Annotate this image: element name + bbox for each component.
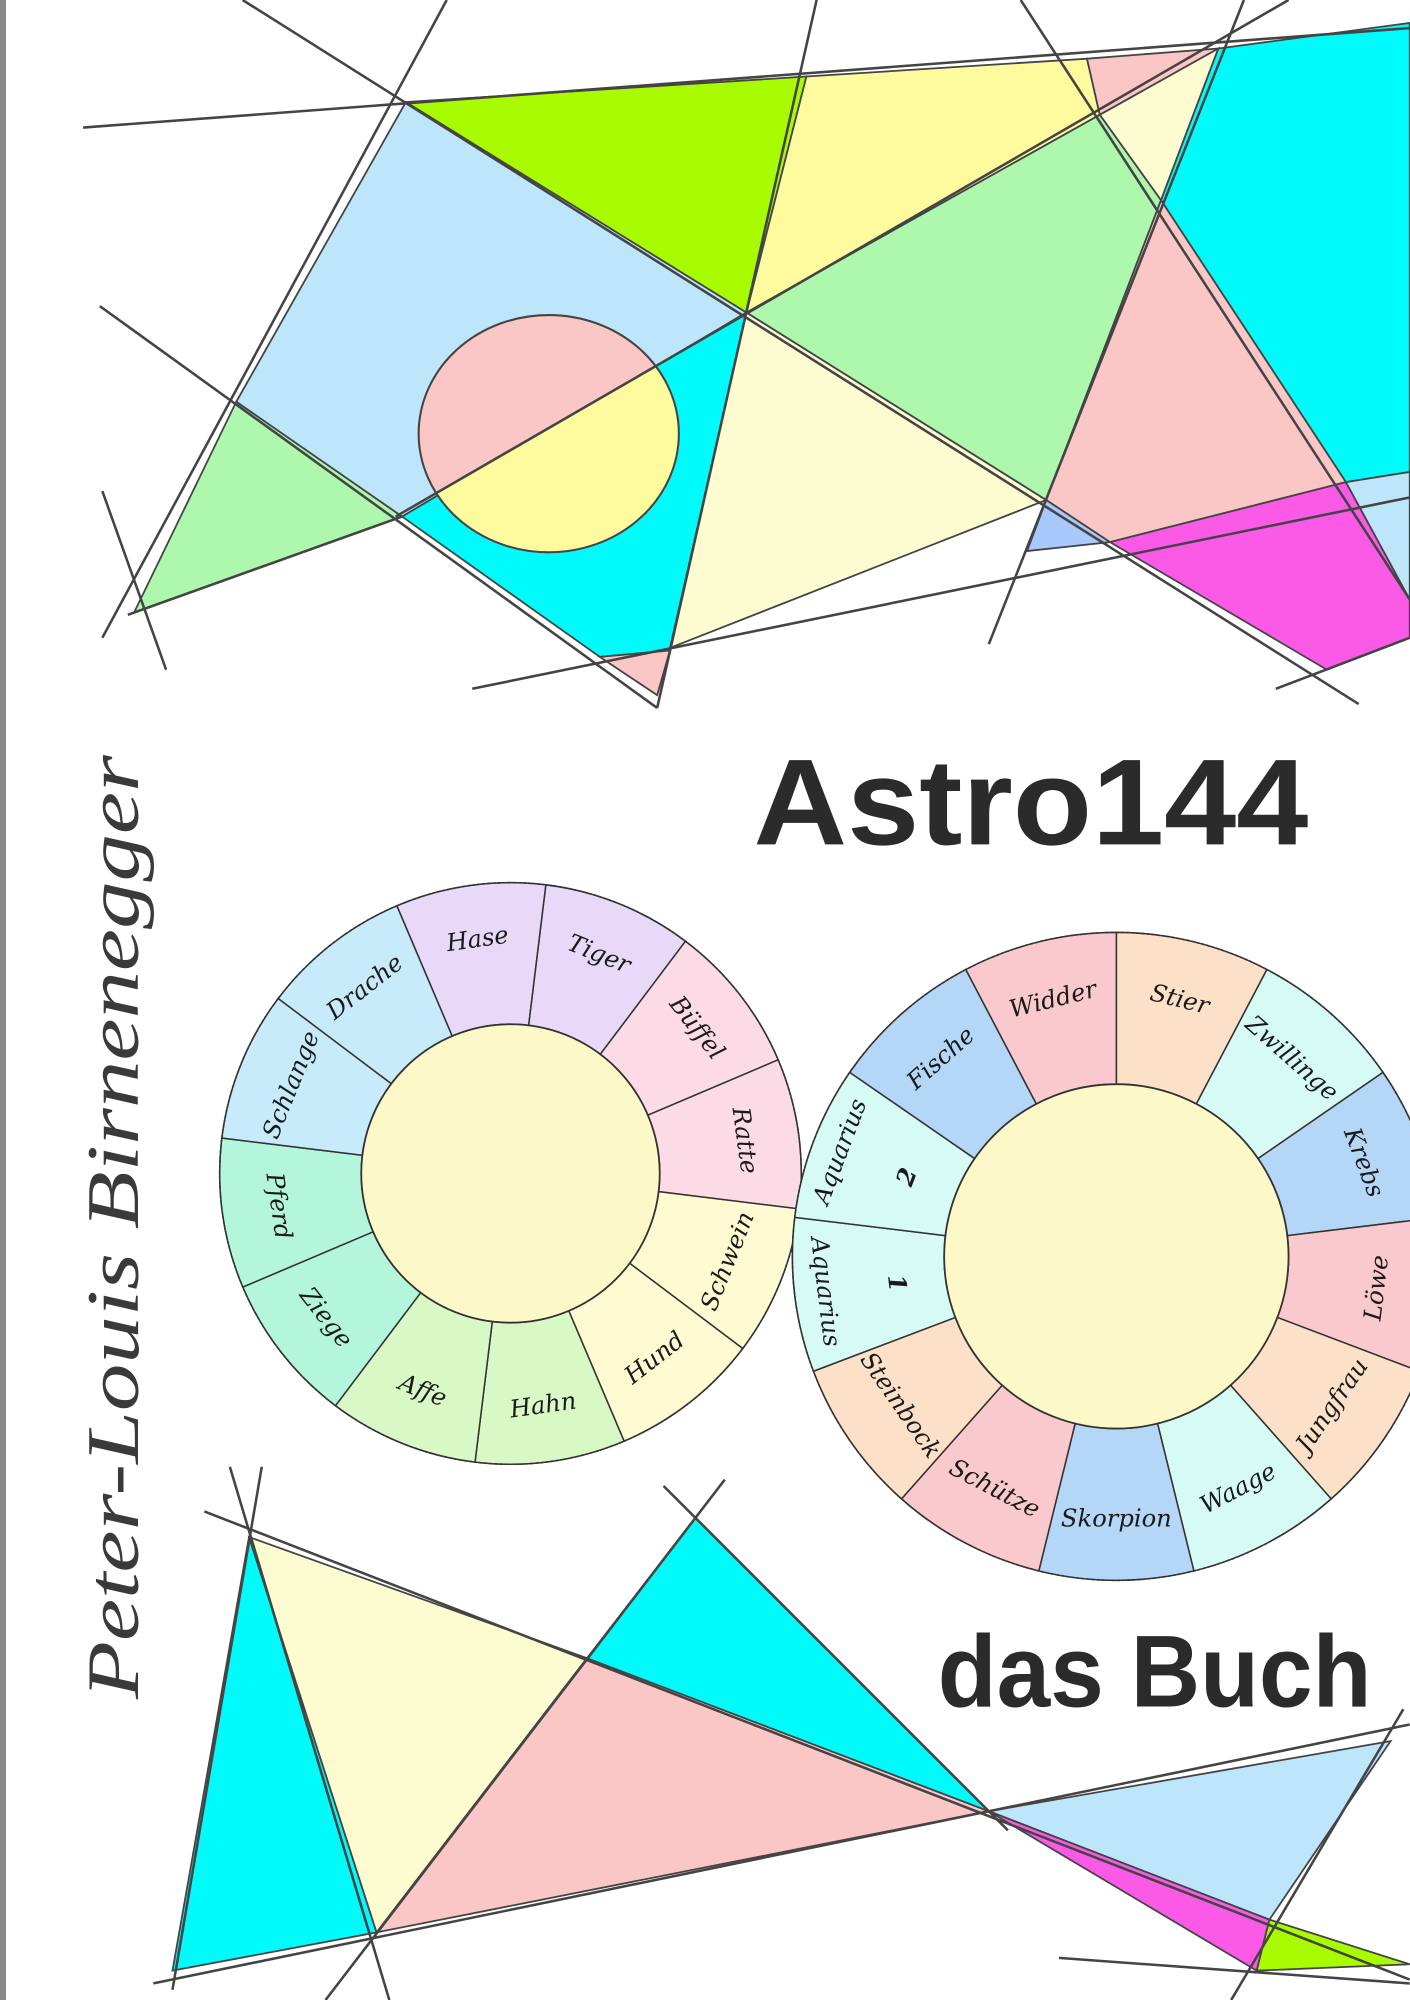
line <box>471 496 1410 691</box>
author-name: Peter-Louis Birnenegger <box>73 755 155 1700</box>
line <box>99 305 658 709</box>
segment-label: Skorpion <box>1061 1504 1172 1532</box>
line <box>662 1485 1009 1832</box>
book-subtitle: das Buch <box>938 1615 1372 1729</box>
line <box>1058 1956 1410 1985</box>
line <box>1019 0 1410 601</box>
line <box>1275 636 1410 690</box>
top-geometric-pattern <box>132 22 1410 697</box>
line <box>228 1466 391 2000</box>
line <box>324 1478 726 2000</box>
segment-number: 1 <box>882 1273 913 1293</box>
line <box>153 1723 1410 1985</box>
line <box>171 1466 264 1991</box>
western-zodiac-wheel: StierZwillingeKrebsLöweJungfrauWaageSkor… <box>791 931 1410 1582</box>
line <box>241 0 1360 706</box>
wheel-rim <box>791 931 1410 1582</box>
line <box>127 515 403 616</box>
left-border <box>0 0 6 2000</box>
book-title: Astro144 <box>753 733 1308 870</box>
line <box>101 0 448 639</box>
wheel-center <box>360 1023 661 1324</box>
circle-shape <box>417 314 680 554</box>
line <box>395 0 1290 518</box>
line <box>83 26 1410 129</box>
line <box>203 1510 1410 1981</box>
wheel-center <box>943 1083 1290 1430</box>
circle-outline <box>417 314 680 554</box>
line <box>101 490 168 671</box>
line <box>655 0 818 709</box>
lime-triangle <box>1255 1918 1410 1972</box>
line <box>1230 1708 1405 2000</box>
bottom-lines <box>153 1466 1410 2000</box>
pink-shape <box>597 649 672 697</box>
top-lines <box>83 0 1410 709</box>
bottom-geometric-pattern <box>171 1516 1410 1973</box>
line <box>987 0 1246 645</box>
wheel-rim <box>218 881 803 1466</box>
